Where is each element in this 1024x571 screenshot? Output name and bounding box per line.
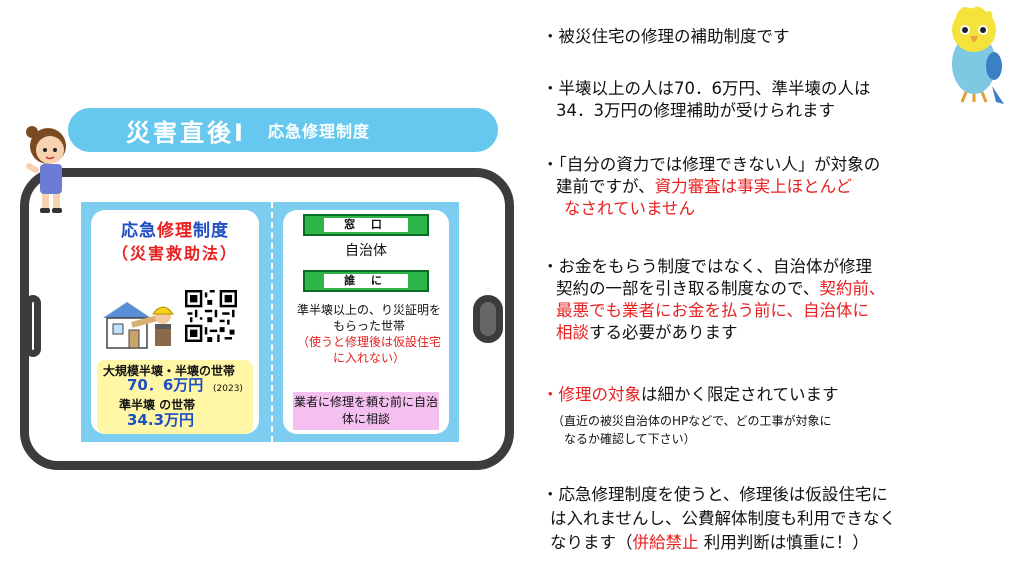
bullet-target-line1: ・「自分の資力では修理できない人」が対象の — [542, 155, 881, 174]
who-value: 準半壊以上の、り災証明をもらった世帯 — [297, 303, 442, 333]
repair-system-card: 応急修理制度 （災害救助法） — [91, 210, 259, 434]
bullet-restriction-line1: ・応急修理制度を使うと、修理後は仮設住宅に — [542, 485, 888, 504]
amount-year: (2023) — [213, 384, 243, 394]
contact-card: 窓 口 自治体 誰 に 準半壊以上の、り災証明をもらった世帯 （使うと修理後は仮… — [283, 210, 449, 434]
large-half-collapse-label: 大規模半壊・半壊の世帯 — [103, 364, 236, 378]
bullet-amount-line2: 34．3万円の修理補助が受けられます — [556, 101, 835, 120]
phone-illustration: 応急修理制度 （災害救助法） — [20, 168, 514, 470]
bullet-contract-line4: 相談する必要があります — [556, 323, 738, 342]
amount-large: 70．6万円 — [127, 376, 204, 394]
bullet-contract-line1: ・お金をもらう制度ではなく、自治体が修理 — [542, 257, 872, 276]
phone-speaker — [25, 295, 41, 357]
qr-code-icon — [185, 290, 237, 342]
amount-panel: 大規模半壊・半壊の世帯 70．6万円 (2023) 準半壊 の世帯 34.3万円 — [97, 360, 253, 434]
bullet-target-line3: なされていません — [564, 199, 696, 218]
phone-screen: 応急修理制度 （災害救助法） — [81, 202, 459, 442]
phone-home-button — [473, 295, 503, 343]
advice-box: 業者に修理を頼む前に自治体に相談 — [293, 392, 439, 430]
bullet-contract-line2: 契約の一部を引き取る制度なので、契約前、 — [556, 279, 886, 298]
bullet-restriction-line3: なります（併給禁止 利用判断は慎重に！） — [550, 533, 869, 552]
who-note: （使うと修理後は仮設住宅に入れない） — [297, 335, 442, 365]
card-title: 応急修理制度 — [121, 221, 229, 241]
amount-semi: 34.3万円 — [127, 411, 195, 429]
header-banner: 災害直後Ⅰ 応急修理制度 — [68, 108, 498, 152]
bullet-subsidy: ・被災住宅の修理の補助制度です — [542, 27, 790, 46]
window-label-box: 窓 口 — [303, 214, 429, 236]
window-value: 自治体 — [345, 243, 387, 259]
bullet-scope-note1: （直近の被災自治体のHPなどで、どの工事が対象に — [552, 414, 832, 428]
banner-title: 災害直後Ⅰ — [126, 118, 246, 147]
bullet-target-line2: 建前ですが、資力審査は事実上ほとんど — [556, 177, 853, 196]
screen-divider — [271, 202, 273, 442]
who-label-box: 誰 に — [303, 270, 429, 292]
bullet-amount-line1: ・半壊以上の人は70．6万円、準半壊の人は — [542, 79, 871, 98]
card-subtitle: （災害救助法） — [111, 244, 238, 263]
semi-half-collapse-label: 準半壊 の世帯 — [119, 398, 196, 412]
house-worker-icon — [103, 302, 174, 349]
parakeet-character-icon — [952, 6, 1004, 104]
bullet-scope-note2: なるか確認して下さい） — [564, 432, 696, 446]
girl-character-icon — [26, 126, 66, 213]
bullet-contract-line3: 最悪でも業者にお金を払う前に、自治体に — [556, 301, 870, 320]
bullet-restriction-line2: は入れませんし、公費解体制度も利用できなく — [550, 509, 897, 528]
bullet-scope: ・修理の対象は細かく限定されています — [542, 385, 839, 404]
banner-subtitle: 応急修理制度 — [267, 122, 370, 141]
